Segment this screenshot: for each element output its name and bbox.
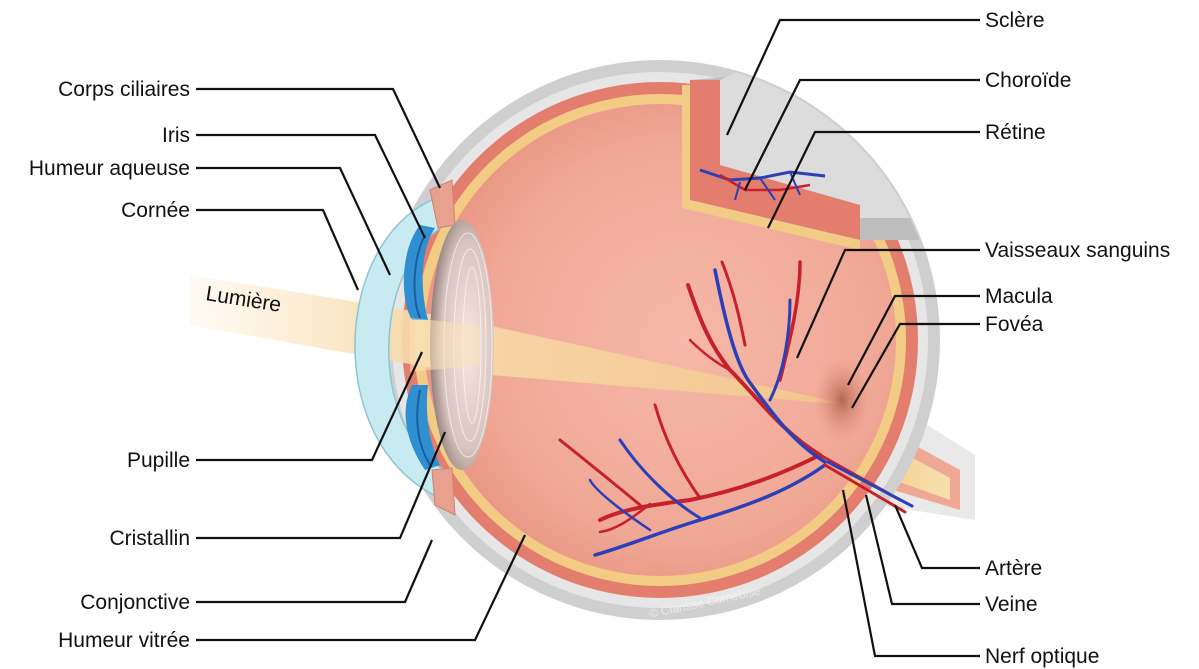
label-vaisseaux-sanguins: Vaisseaux sanguins <box>985 239 1170 262</box>
label-pupille: Pupille <box>127 449 190 472</box>
label-choroide: Choroïde <box>985 69 1071 92</box>
label-iris: Iris <box>162 124 190 147</box>
label-humeur-aqueuse: Humeur aqueuse <box>29 157 190 180</box>
label-conjonctive: Conjonctive <box>80 591 190 614</box>
label-cornee: Cornée <box>121 199 190 222</box>
label-corps-ciliaires: Corps ciliaires <box>58 78 190 101</box>
macula-spot <box>814 358 870 442</box>
label-macula: Macula <box>985 285 1053 308</box>
label-veine: Veine <box>985 593 1038 616</box>
label-artere: Artère <box>985 557 1042 580</box>
label-cristallin: Cristallin <box>109 527 190 550</box>
label-fovea: Fovéa <box>985 313 1044 336</box>
ciliary-body-bottom <box>432 468 455 515</box>
label-sclere: Sclère <box>985 9 1045 32</box>
label-humeur-vitree: Humeur vitrée <box>58 629 190 652</box>
label-retine: Rétine <box>985 121 1046 144</box>
label-nerf-optique: Nerf optique <box>985 645 1099 668</box>
